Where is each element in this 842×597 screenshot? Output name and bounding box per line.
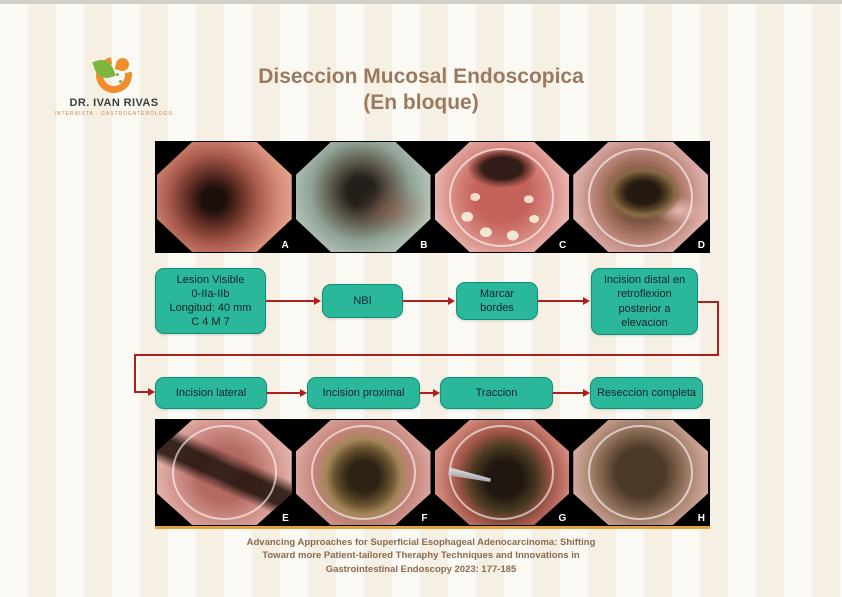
connector-segment (134, 354, 136, 392)
endoscopy-photo (295, 142, 431, 252)
slide-title: Diseccion Mucosal Endoscopica (En bloque… (0, 64, 842, 117)
endoscopy-image-g: G (432, 419, 572, 526)
endoscopy-image-d: D (571, 141, 710, 253)
endoscopy-strip-bottom: E F G H (155, 419, 710, 529)
flow-arrow (266, 297, 321, 305)
citation-text: Advancing Approaches for Superficial Eso… (246, 537, 596, 575)
connector-segment (698, 301, 719, 303)
endoscopy-image-b: B (293, 141, 433, 253)
cap-ring (310, 425, 416, 520)
flow-box-incision-distal: Incision distal en retroflexion posterio… (591, 268, 698, 335)
flow-arrow (538, 297, 590, 305)
leaf-speck (119, 80, 122, 83)
flow-arrow (267, 389, 307, 397)
leaf-speck (116, 73, 119, 76)
image-label: B (420, 240, 428, 251)
endoscopy-image-f: F (293, 419, 433, 526)
endoscopy-image-e: E (155, 419, 294, 526)
flow-box-label: Traccion (475, 386, 518, 399)
flow-arrow (403, 297, 455, 305)
cap-ring (588, 425, 694, 520)
top-border-bar (0, 0, 842, 4)
image-label: C (559, 240, 567, 251)
cap-ring (171, 425, 277, 520)
flow-box-label: Incision proximal (322, 386, 405, 399)
image-label: E (282, 513, 289, 524)
flow-box-label: Lesion Visible 0-IIa-IIb Longitud: 40 mm… (169, 273, 252, 329)
image-label: G (558, 513, 567, 524)
flow-box-incision-proximal: Incision proximal (307, 377, 420, 409)
image-label: D (697, 240, 705, 251)
doctor-specialty: INTERNISTA - GASTROENTERÓLOGO (54, 111, 174, 117)
flow-arrow (553, 389, 590, 397)
endoscopy-photo (157, 420, 292, 525)
flow-box-incision-lateral: Incision lateral (155, 377, 267, 409)
flow-box-label: Incision distal en retroflexion posterio… (603, 274, 686, 329)
endoscopy-photo (434, 142, 570, 252)
flow-box-marcar-bordes: Marcar bordes (456, 282, 538, 320)
endoscopy-photo (573, 420, 708, 525)
flow-box-label: Incision lateral (175, 386, 247, 399)
flow-box-label: Marcar bordes (479, 287, 515, 314)
flow-box-nbi: NBI (322, 284, 403, 318)
cap-ring (588, 147, 694, 247)
flow-arrow (420, 389, 440, 397)
flow-box-reseccion-completa: Reseccion completa (590, 377, 703, 409)
endoscopy-photo (295, 420, 431, 525)
stomach-leaf-logo-icon (88, 49, 140, 101)
endoscopy-image-a: A (155, 141, 294, 253)
connector-arrow (134, 388, 155, 396)
flow-box-traccion: Traccion (440, 377, 553, 409)
doctor-logo: DR. IVAN RIVAS INTERNISTA - GASTROENTERÓ… (44, 49, 184, 117)
flow-box-lesion-visible: Lesion Visible 0-IIa-IIb Longitud: 40 mm… (155, 268, 266, 334)
image-label: A (281, 240, 289, 251)
flow-box-label: Reseccion completa (596, 386, 697, 399)
endoscopy-photo (573, 142, 708, 252)
endoscopy-image-h: H (571, 419, 710, 526)
image-label: F (421, 513, 428, 524)
connector-segment (134, 354, 719, 356)
cap-ring (449, 147, 555, 247)
endoscopy-photo (434, 420, 570, 525)
endoscopy-strip-top: A B C D (155, 141, 710, 253)
endoscopy-photo (157, 142, 292, 252)
image-label: H (697, 513, 705, 524)
flow-box-label: NBI (353, 294, 372, 307)
doctor-name: DR. IVAN RIVAS (69, 97, 159, 109)
connector-segment (717, 301, 719, 356)
slide-title-line1: Diseccion Mucosal Endoscopica (258, 65, 584, 88)
endoscopy-image-c: C (432, 141, 572, 253)
slide-title-line2: (En bloque) (363, 91, 479, 115)
